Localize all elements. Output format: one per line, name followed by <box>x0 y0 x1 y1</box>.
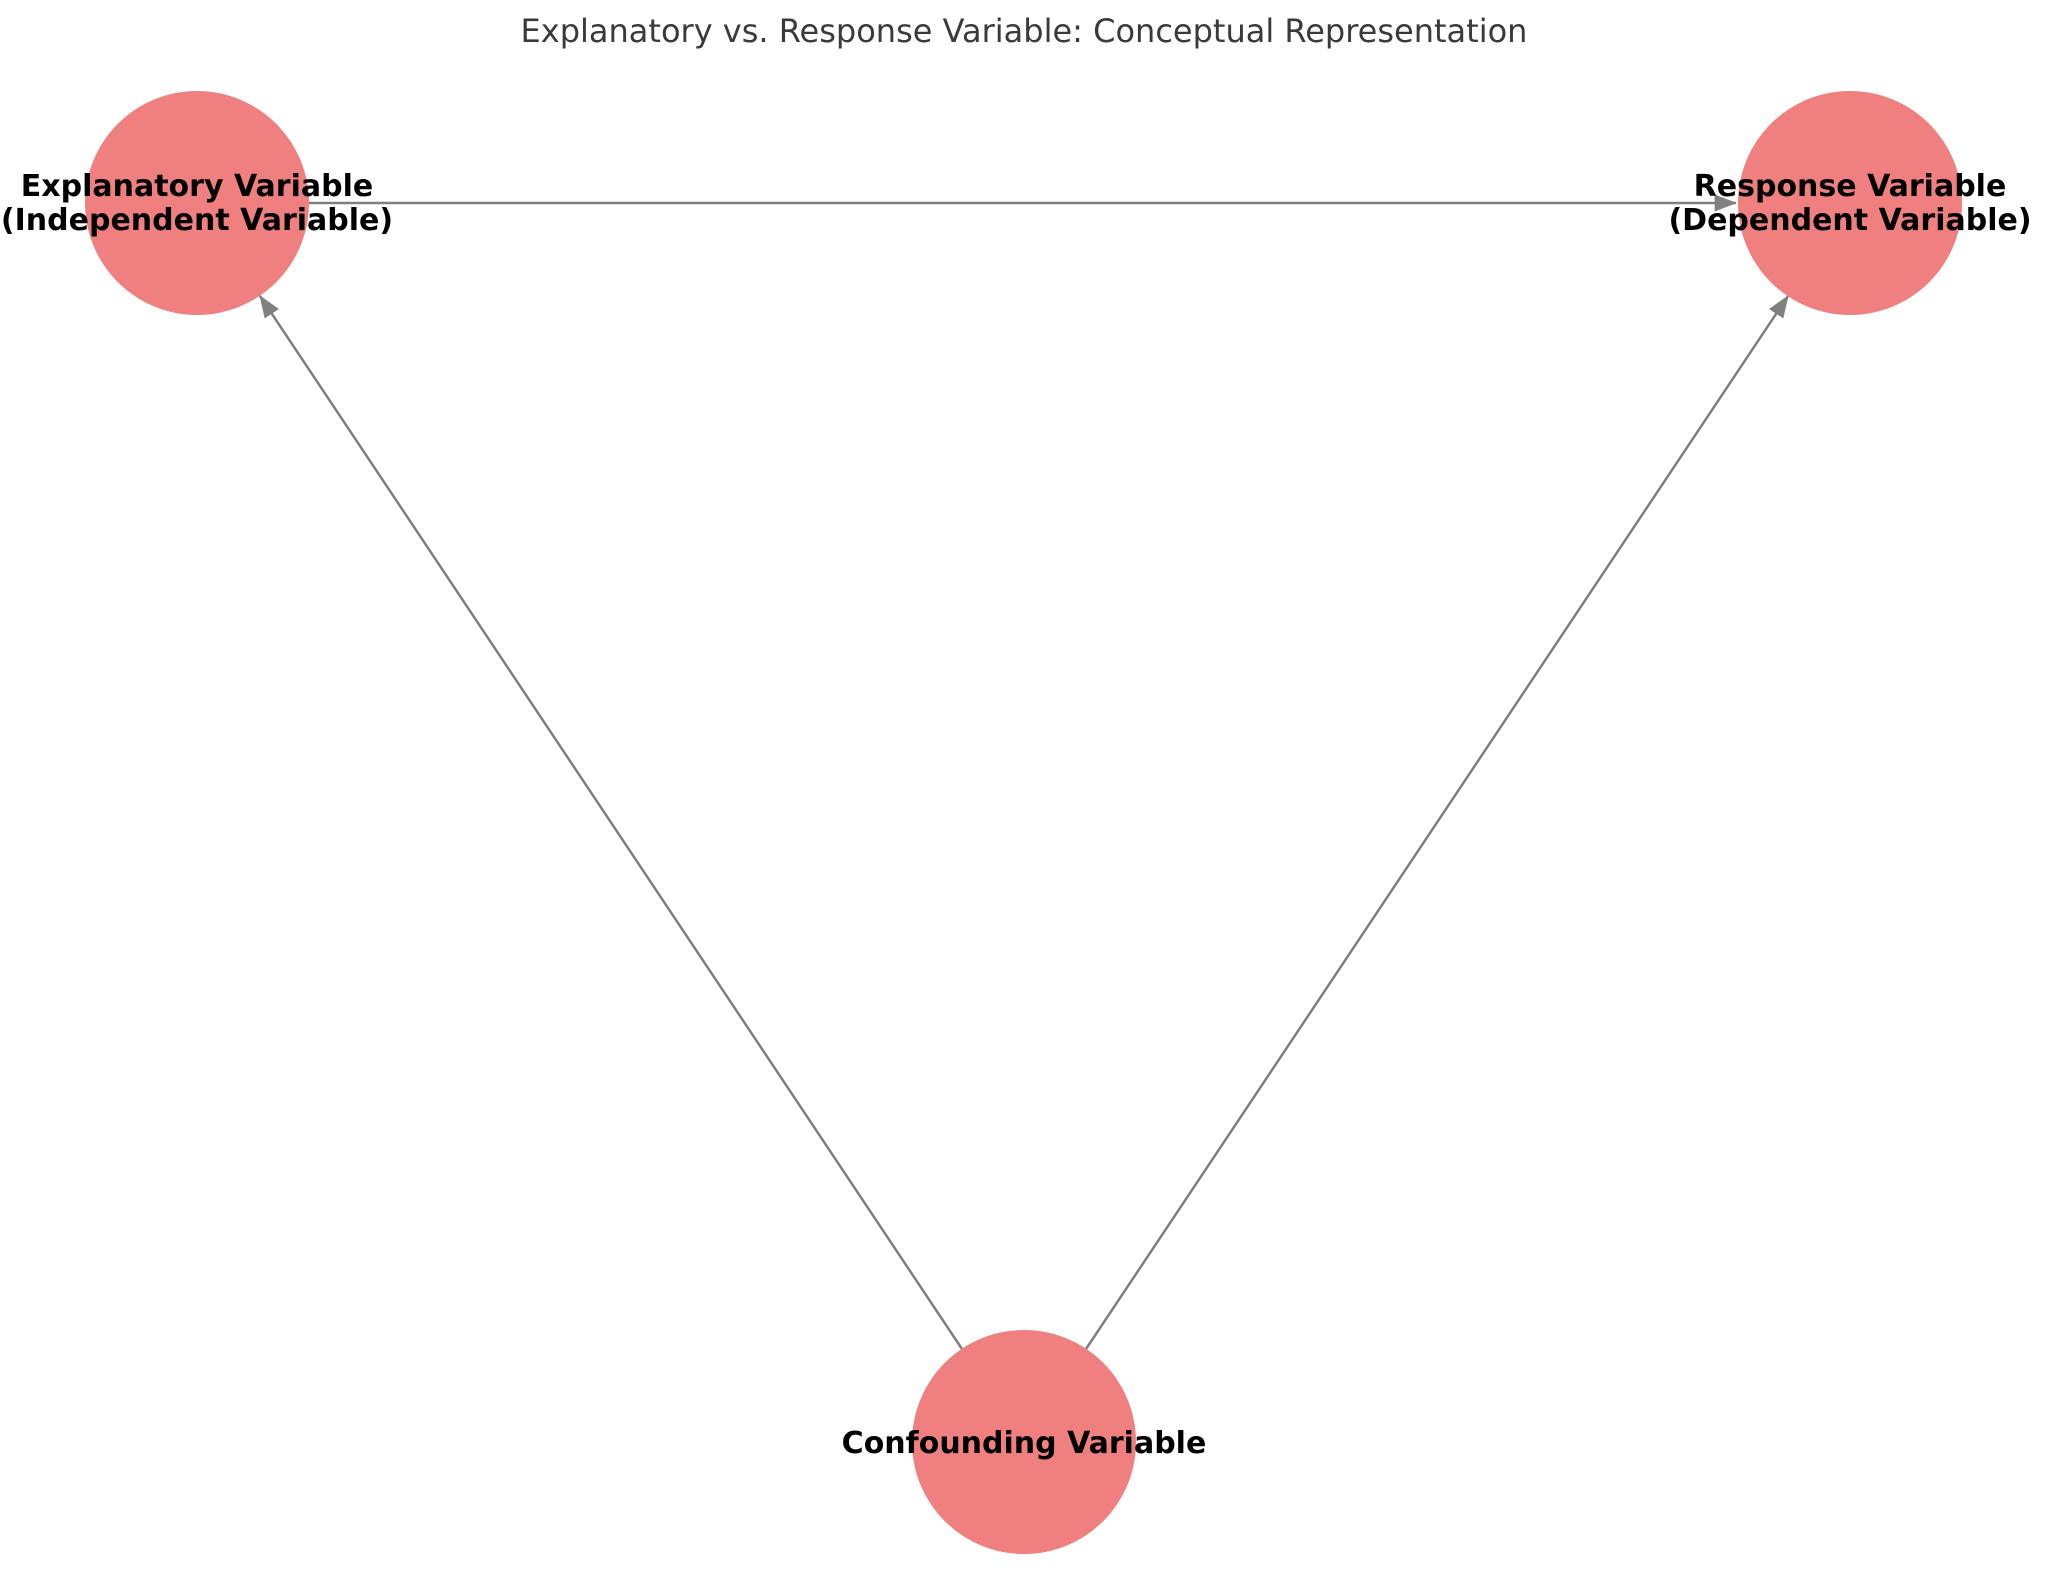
node-explanatory-variable <box>85 91 309 315</box>
diagram-title: Explanatory vs. Response Variable: Conce… <box>520 12 1528 50</box>
label-confounding-line1: Confounding Variable <box>842 1426 1207 1461</box>
edge-confounding-to-response-arrow <box>1084 295 1790 1350</box>
label-response-line2: (Dependent Variable) <box>1668 203 2031 238</box>
node-confounding-variable <box>912 1330 1136 1554</box>
label-response-line1: Response Variable <box>1694 169 2007 204</box>
label-explanatory-line2: (Independent Variable) <box>1 203 393 238</box>
label-explanatory-line1: Explanatory Variable <box>21 169 373 204</box>
node-response-variable <box>1738 91 1962 315</box>
edge-confounding-to-explanatory-arrow <box>258 295 964 1350</box>
